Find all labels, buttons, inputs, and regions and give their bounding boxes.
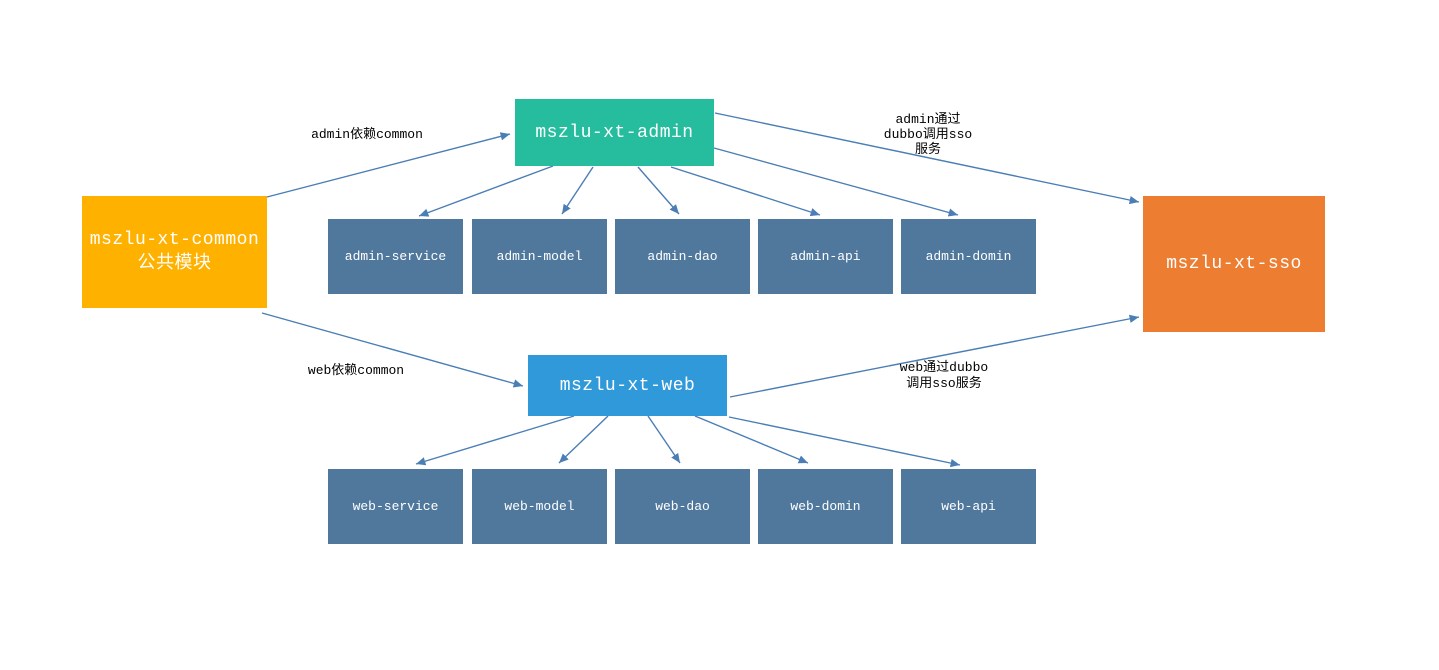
- arrow-web-to-web-api: [728, 416, 961, 468]
- arrow-web-to-web-model: [558, 415, 609, 464]
- node-web-model[interactable]: web-model: [472, 469, 607, 544]
- node-web-api[interactable]: web-api: [901, 469, 1036, 544]
- arrow-common-to-admin: [266, 132, 511, 198]
- node-mszlu-xt-sso[interactable]: mszlu-xt-sso: [1143, 196, 1325, 332]
- edge-label-line: 服务: [914, 142, 941, 157]
- edge-label-line: web通过dubbo: [899, 360, 989, 375]
- arrow-admin-to-admin-model: [561, 166, 594, 215]
- edge-label-web-calls-sso: web通过dubbo 调用sso服务: [880, 360, 1008, 392]
- edge-label-line: dubbo调用sso: [883, 127, 973, 142]
- module-label: admin-domin: [925, 249, 1012, 264]
- node-label: mszlu-xt-sso: [1166, 254, 1302, 274]
- module-label: web-model: [504, 499, 575, 514]
- node-admin-dao[interactable]: admin-dao: [615, 219, 750, 294]
- edge-label-admin-calls-sso: admin通过 dubbo调用sso 服务: [858, 112, 998, 157]
- node-label: mszlu-xt-common: [89, 230, 260, 250]
- node-label: mszlu-xt-web: [559, 375, 696, 396]
- module-label: admin-model: [496, 249, 583, 264]
- module-label: admin-service: [344, 249, 447, 264]
- module-label: admin-dao: [647, 249, 718, 264]
- module-label: web-dao: [655, 499, 710, 514]
- arrow-admin-to-sso: [714, 112, 1140, 205]
- arrow-admin-to-admin-domin: [713, 147, 959, 217]
- edge-label-admin-depends-common: admin依赖common: [311, 127, 423, 142]
- node-mszlu-xt-web[interactable]: mszlu-xt-web: [528, 355, 727, 416]
- edge-label-line: admin通过: [895, 112, 961, 127]
- arrow-web-to-web-service: [415, 415, 575, 466]
- module-label: web-api: [941, 499, 996, 514]
- arrow-web-to-web-dao: [647, 415, 681, 464]
- node-web-dao[interactable]: web-dao: [615, 469, 750, 544]
- node-web-domin[interactable]: web-domin: [758, 469, 893, 544]
- node-mszlu-xt-common[interactable]: mszlu-xt-common 公共模块: [82, 196, 267, 308]
- arrow-admin-to-admin-api: [670, 166, 821, 217]
- node-admin-api[interactable]: admin-api: [758, 219, 893, 294]
- arrow-admin-to-admin-service: [418, 165, 554, 217]
- node-web-service[interactable]: web-service: [328, 469, 463, 544]
- node-admin-service[interactable]: admin-service: [328, 219, 463, 294]
- module-label: web-service: [352, 499, 439, 514]
- node-admin-model[interactable]: admin-model: [472, 219, 607, 294]
- module-label: admin-api: [790, 249, 861, 264]
- edge-label-line: 调用sso服务: [906, 376, 982, 391]
- arrow-admin-to-admin-dao: [637, 166, 680, 215]
- node-admin-domin[interactable]: admin-domin: [901, 219, 1036, 294]
- node-mszlu-xt-admin[interactable]: mszlu-xt-admin: [515, 99, 714, 166]
- arrow-common-to-web: [261, 312, 524, 388]
- node-label: mszlu-xt-admin: [535, 122, 694, 143]
- edge-label-web-depends-common: web依赖common: [307, 363, 405, 378]
- arrow-web-to-sso: [729, 314, 1140, 398]
- module-label: web-domin: [790, 499, 861, 514]
- node-sublabel: 公共模块: [137, 254, 212, 274]
- arrow-web-to-web-domin: [694, 415, 809, 464]
